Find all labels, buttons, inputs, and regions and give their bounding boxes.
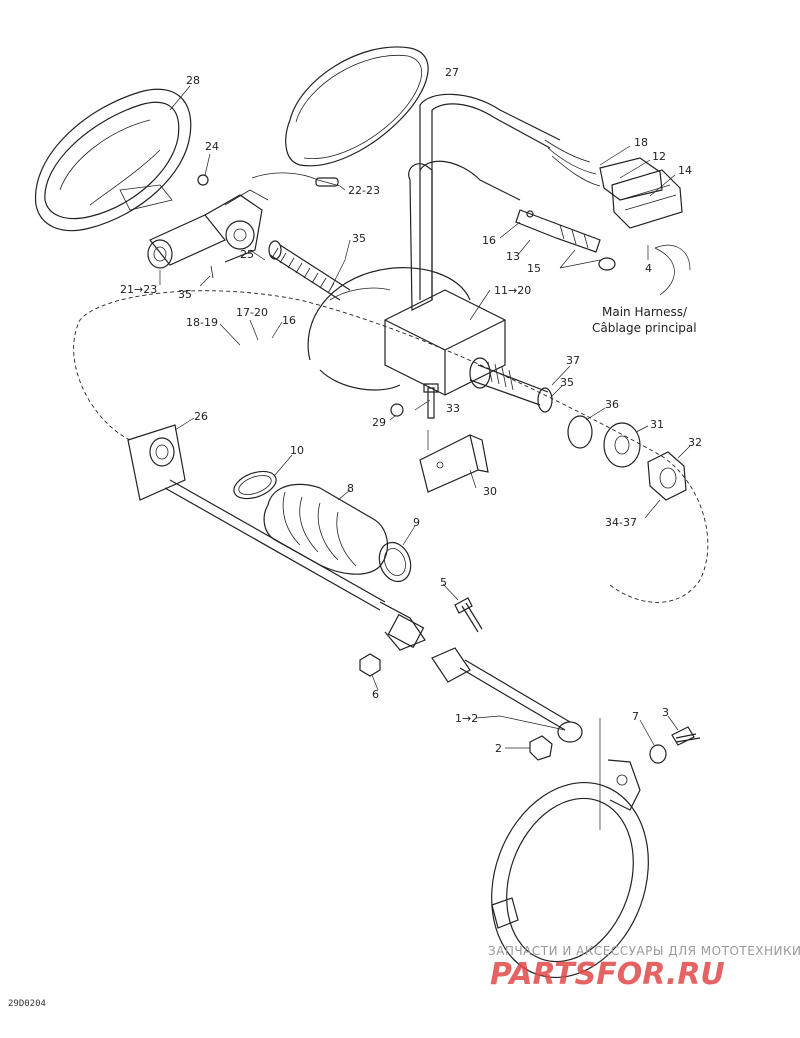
part-29-nut xyxy=(390,403,404,417)
callout-12: 12 xyxy=(652,150,666,163)
part-8-boot xyxy=(263,483,388,575)
callout-25: 25 xyxy=(240,248,254,261)
part-25-worm-spring xyxy=(268,240,351,301)
callout-8: 8 xyxy=(347,482,354,495)
callout-35b: 35 xyxy=(352,232,366,245)
callout-35c: 35 xyxy=(560,376,574,389)
callout-27: 27 xyxy=(445,66,459,79)
part-3-bolt xyxy=(671,726,701,746)
part-steering-ring xyxy=(491,759,649,979)
callout-32: 32 xyxy=(688,436,702,449)
part-10-clamp xyxy=(233,470,277,500)
part-33-screw xyxy=(423,383,439,419)
callout-16b: 16 xyxy=(482,234,496,247)
callout-24: 24 xyxy=(205,140,219,153)
callout-18-19: 18-19 xyxy=(186,316,218,329)
callout-35a: 35 xyxy=(178,288,192,301)
callout-2: 2 xyxy=(495,742,502,755)
diagram-reference-code: 29D0204 xyxy=(8,999,46,1009)
callout-21-23: 21→23 xyxy=(120,283,157,296)
leader-lines xyxy=(159,85,691,830)
part-30-bracket xyxy=(419,434,489,493)
part-9-clamp xyxy=(378,541,412,583)
callout-34-37: 34-37 xyxy=(605,516,637,529)
callout-18: 18 xyxy=(634,136,648,149)
part-27-cable-loop xyxy=(285,46,429,167)
part-7-washer xyxy=(649,744,667,764)
callout-9: 9 xyxy=(413,516,420,529)
watermark-top-text: ЗАПЧАСТИ И АКСЕССУАРЫ ДЛЯ МОТОТЕХНИКИ xyxy=(488,944,800,958)
callout-7: 7 xyxy=(632,710,639,723)
part-31-washer xyxy=(603,422,641,468)
watermark-logo: PARTSFOR.RU xyxy=(490,957,725,992)
part-connectors xyxy=(515,139,683,271)
callout-14: 14 xyxy=(678,164,692,177)
part-21-23-motor xyxy=(147,189,269,269)
callout-17-20: 17-20 xyxy=(236,306,268,319)
callout-15: 15 xyxy=(527,262,541,275)
callout-4: 4 xyxy=(645,262,652,275)
callout-29: 29 xyxy=(372,416,386,429)
part-6-nut xyxy=(359,653,381,677)
part-26-push-rod xyxy=(127,424,426,651)
callout-33: 33 xyxy=(446,402,460,415)
callouts: 28 27 24 22-23 21→23 35 35 25 18-19 17-2… xyxy=(120,66,702,755)
callout-3: 3 xyxy=(662,706,669,719)
part-28-cover xyxy=(34,88,192,232)
callout-37: 37 xyxy=(566,354,580,367)
callout-16a: 16 xyxy=(282,314,296,327)
callout-36: 36 xyxy=(605,398,619,411)
part-36-o-ring xyxy=(567,415,593,449)
callout-11-20: 11→20 xyxy=(494,284,531,297)
callout-6: 6 xyxy=(372,688,379,701)
part-1-2-link-arm xyxy=(431,647,583,743)
callout-5: 5 xyxy=(440,576,447,589)
callout-26: 26 xyxy=(194,410,208,423)
callout-28: 28 xyxy=(186,74,200,87)
main-harness-label-en: Main Harness/ xyxy=(602,305,688,319)
main-harness-label-fr: Câblage principal xyxy=(592,321,697,335)
callout-1-2: 1→2 xyxy=(455,712,478,725)
callout-10: 10 xyxy=(290,444,304,457)
dashed-assembly-line xyxy=(73,290,709,603)
part-11-20-actuator-box xyxy=(384,93,561,396)
part-2-nut xyxy=(529,735,553,761)
callout-31: 31 xyxy=(650,418,664,431)
callout-30: 30 xyxy=(483,485,497,498)
part-5-bolt xyxy=(454,597,483,633)
callout-22-23: 22-23 xyxy=(348,184,380,197)
callout-13: 13 xyxy=(506,250,520,263)
part-32-nut xyxy=(647,451,687,501)
